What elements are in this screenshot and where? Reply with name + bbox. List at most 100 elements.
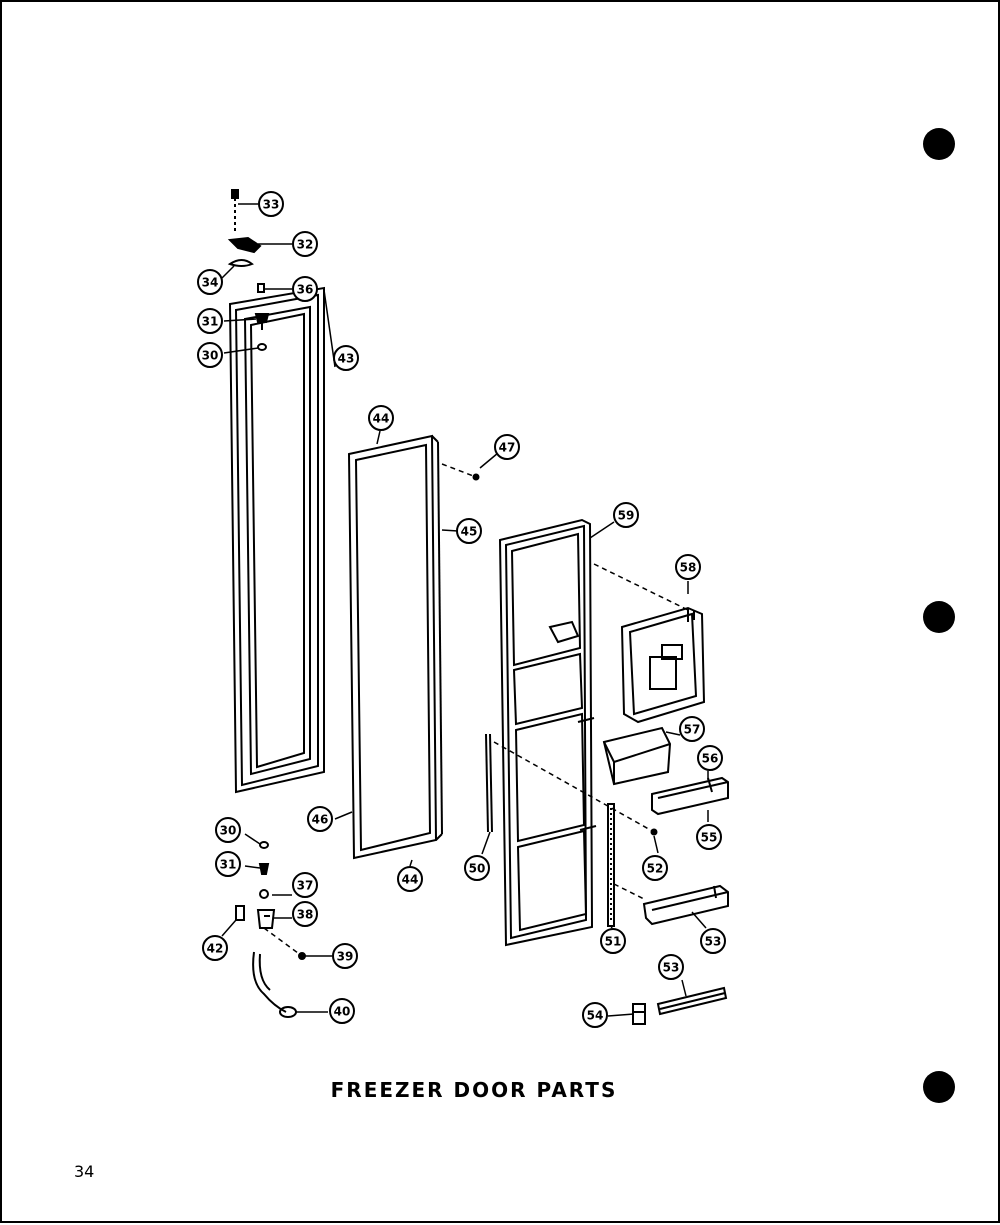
diagram-title: FREEZER DOOR PARTS bbox=[330, 1078, 618, 1102]
callout-circle bbox=[197, 269, 223, 295]
callout-44: 44 bbox=[368, 405, 394, 431]
callout-label: 47 bbox=[499, 441, 516, 455]
callout-50: 50 bbox=[464, 855, 490, 881]
callout-circle bbox=[464, 855, 490, 881]
callout-33: 33 bbox=[258, 191, 284, 217]
callout-circle bbox=[197, 342, 223, 368]
callout-circle bbox=[397, 866, 423, 892]
callout-label: 50 bbox=[469, 862, 486, 876]
drip-tray bbox=[651, 776, 729, 816]
callout-group: 33 32 34 36 31 30 43 44 47 45 59 58 57 56 55 30 31 46 44 37… bbox=[197, 191, 726, 1028]
callout-31: 31 bbox=[197, 308, 223, 334]
callout-circle bbox=[307, 806, 333, 832]
callout-circle bbox=[258, 191, 284, 217]
callout-circle bbox=[292, 276, 318, 302]
callout-label: 58 bbox=[680, 561, 697, 575]
callout-label: 45 bbox=[461, 525, 478, 539]
callout-label: 55 bbox=[701, 831, 718, 845]
callout-circle bbox=[202, 935, 228, 961]
callout-label: 56 bbox=[702, 752, 719, 766]
shelf-bracket bbox=[642, 884, 729, 926]
callout-32: 32 bbox=[292, 231, 318, 257]
callout-52: 52 bbox=[642, 855, 668, 881]
callout-label: 39 bbox=[337, 950, 354, 964]
callout-circle bbox=[675, 554, 701, 580]
callout-circle bbox=[329, 998, 355, 1024]
callout-label: 30 bbox=[220, 824, 237, 838]
callout-43: 43 bbox=[333, 345, 359, 371]
callout-label: 30 bbox=[202, 349, 219, 363]
callout-46: 46 bbox=[307, 806, 333, 832]
callout-circle bbox=[215, 851, 241, 877]
callout-label: 57 bbox=[684, 723, 701, 737]
callout-circle bbox=[215, 817, 241, 843]
callout-label: 34 bbox=[202, 276, 219, 290]
callout-58: 58 bbox=[675, 554, 701, 580]
callout-label: 33 bbox=[263, 198, 280, 212]
callout-label: 31 bbox=[202, 315, 219, 329]
callout-47: 47 bbox=[494, 434, 520, 460]
callout-circle bbox=[642, 855, 668, 881]
callout-label: 42 bbox=[207, 942, 224, 956]
callout-53: 53 bbox=[658, 954, 684, 980]
callout-59: 59 bbox=[613, 502, 639, 528]
callout-label: 46 bbox=[312, 813, 329, 827]
bottom-hinge-assembly bbox=[235, 841, 306, 1018]
trim-strip bbox=[656, 986, 728, 1016]
callout-57: 57 bbox=[679, 716, 705, 742]
callout-circle bbox=[292, 901, 318, 927]
callout-label: 54 bbox=[587, 1009, 604, 1023]
callout-label: 51 bbox=[605, 935, 622, 949]
callout-circle bbox=[613, 502, 639, 528]
callout-circle bbox=[494, 434, 520, 460]
vertical-strip bbox=[607, 803, 615, 927]
callout-label: 53 bbox=[663, 961, 680, 975]
callout-circle bbox=[700, 928, 726, 954]
callout-51: 51 bbox=[600, 928, 626, 954]
callout-circle bbox=[679, 716, 705, 742]
callout-label: 59 bbox=[618, 509, 635, 523]
callout-label: 31 bbox=[220, 858, 237, 872]
callout-45: 45 bbox=[456, 518, 482, 544]
door-liner-panel bbox=[347, 434, 443, 860]
thin-rod bbox=[485, 733, 493, 833]
callout-53: 53 bbox=[700, 928, 726, 954]
binder-hole-top bbox=[923, 128, 955, 160]
callout-circle bbox=[333, 345, 359, 371]
callout-54: 54 bbox=[582, 1002, 608, 1028]
dispenser-housing bbox=[620, 606, 706, 724]
callout-circle bbox=[696, 824, 722, 850]
callout-label: 36 bbox=[297, 283, 314, 297]
callout-37: 37 bbox=[292, 872, 318, 898]
binder-hole-middle bbox=[923, 601, 955, 633]
callout-label: 43 bbox=[338, 352, 355, 366]
door-outer-panel bbox=[498, 518, 597, 947]
callout-circle bbox=[658, 954, 684, 980]
callout-30: 30 bbox=[215, 817, 241, 843]
callout-39: 39 bbox=[332, 943, 358, 969]
callout-leaders bbox=[219, 203, 709, 1017]
callout-circle bbox=[368, 405, 394, 431]
page-number: 34 bbox=[74, 1162, 95, 1181]
callout-40: 40 bbox=[329, 998, 355, 1024]
dispenser-tray bbox=[602, 726, 672, 786]
callout-44: 44 bbox=[397, 866, 423, 892]
callout-circle bbox=[292, 872, 318, 898]
binder-hole-bottom bbox=[923, 1071, 955, 1103]
callout-56: 56 bbox=[697, 745, 723, 771]
door-gasket-frame bbox=[228, 286, 325, 794]
callout-circle bbox=[697, 745, 723, 771]
callout-label: 38 bbox=[297, 908, 314, 922]
callout-circle bbox=[600, 928, 626, 954]
callout-label: 44 bbox=[373, 412, 390, 426]
callout-circle bbox=[292, 231, 318, 257]
callout-31: 31 bbox=[215, 851, 241, 877]
callout-circle bbox=[582, 1002, 608, 1028]
callout-30: 30 bbox=[197, 342, 223, 368]
callout-circle bbox=[456, 518, 482, 544]
callout-label: 52 bbox=[647, 862, 664, 876]
assembly-guide-lines bbox=[263, 463, 689, 957]
callout-42: 42 bbox=[202, 935, 228, 961]
